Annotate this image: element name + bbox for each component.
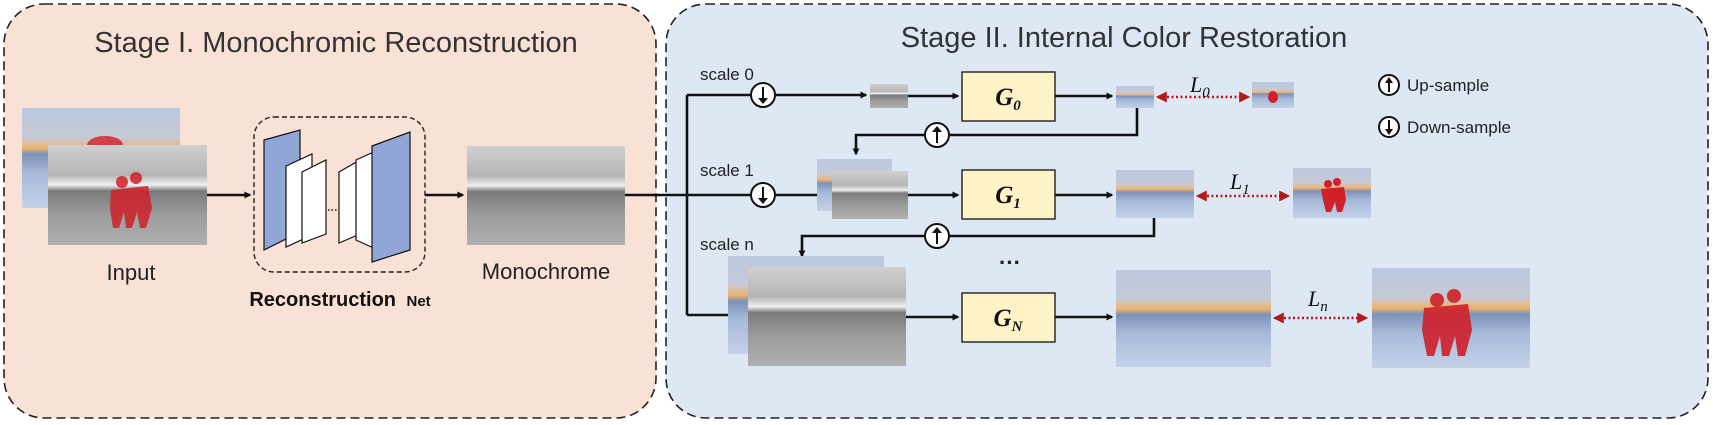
scale1-input-stack [817, 159, 908, 219]
reconstruction-net [253, 116, 426, 273]
loss-label-0: L0 [1189, 72, 1210, 101]
stage1-title: Stage I. Monochromic Reconstruction [94, 27, 578, 59]
stage2-title: Stage II. Internal Color Restoration [901, 22, 1348, 54]
scalen-label: scale n [700, 235, 754, 254]
generator-subscript: 1 [1013, 196, 1021, 212]
loss-subscript: n [1320, 299, 1328, 315]
scalen-input-stack [728, 256, 906, 366]
scale0-color-output [1116, 86, 1154, 108]
scale0-gray-input [870, 84, 908, 108]
input-image-stack [22, 108, 207, 245]
net-label-main: Reconstruction [249, 289, 396, 311]
scale1-label: scale 1 [700, 161, 754, 180]
down-sample-icon [1378, 116, 1400, 138]
up-sample-icon [924, 223, 950, 249]
scalen-color-output [1116, 270, 1271, 367]
net-label-sub: Net [406, 293, 430, 310]
stage1-panel [3, 3, 657, 419]
ellipsis: ··· [999, 250, 1021, 275]
scale0-label: scale 0 [700, 65, 754, 84]
person-silhouette [1422, 289, 1472, 356]
legend: Up-sample Down-sample [1378, 74, 1511, 138]
scale1-target-image [1293, 168, 1371, 218]
loss-letter: L [1189, 72, 1202, 97]
generator-subscript: 0 [1013, 98, 1021, 114]
generator-subscript: N [1011, 319, 1024, 335]
down-sample-icon [750, 182, 776, 208]
person-silhouette [1321, 178, 1346, 212]
scalen-target-image [1372, 268, 1530, 368]
legend-up-label: Up-sample [1407, 76, 1489, 95]
legend-down-label: Down-sample [1407, 118, 1511, 137]
net-layer [371, 131, 411, 263]
up-sample-icon [924, 122, 950, 148]
generator-g1: G1 [961, 169, 1056, 220]
monochrome-label: Monochrome [482, 259, 610, 284]
loss-subscript: 1 [1242, 182, 1250, 198]
upsample-path-1-n [798, 218, 1156, 258]
generator-gn: GN [961, 292, 1056, 343]
generator-letter: G [994, 305, 1012, 332]
input-gray-image [48, 145, 207, 245]
loss-letter: L [1307, 286, 1320, 311]
svg-text:G0: G0 [995, 84, 1021, 114]
svg-text:GN: GN [994, 305, 1024, 335]
up-sample-icon [1378, 74, 1400, 96]
net-label: Reconstruction Net [249, 289, 430, 311]
input-label: Input [107, 260, 156, 285]
svg-text:G1: G1 [995, 182, 1021, 212]
generator-letter: G [995, 84, 1013, 111]
loss-label-n: Ln [1307, 286, 1328, 315]
loss-label-1: L1 [1229, 169, 1250, 198]
down-sample-icon [750, 82, 776, 108]
scale0-target-image [1252, 82, 1294, 108]
generator-letter: G [995, 182, 1013, 209]
upsample-path-0-1 [852, 108, 1139, 156]
person-silhouette [110, 172, 152, 228]
loss-letter: L [1229, 169, 1242, 194]
generator-g0: G0 [961, 71, 1056, 122]
net-layer [301, 159, 327, 244]
monochrome-image [467, 146, 625, 245]
scale1-color-output [1116, 170, 1194, 218]
loss-subscript: 0 [1202, 85, 1210, 101]
